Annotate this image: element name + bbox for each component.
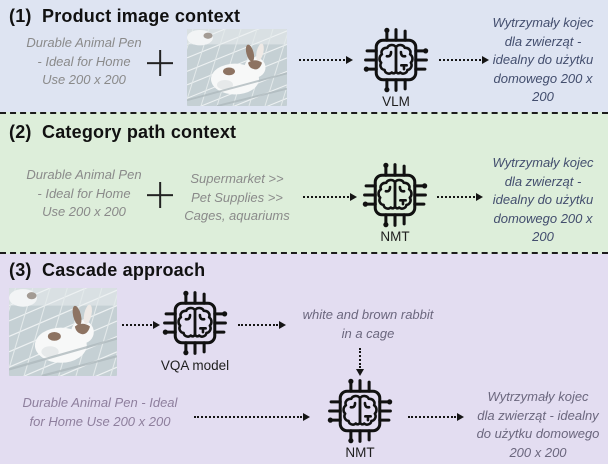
nmt-brain-chip-icon	[357, 157, 433, 233]
section-cascade-approach: (3) Cascade approach	[0, 254, 608, 464]
section2-category-path-text: Supermarket >> Pet Supplies >> Cages, aq…	[184, 171, 290, 223]
section3-output-text: Wytrzymały kojec dla zwierząt - idealny …	[476, 389, 600, 460]
nmt-brain-chip-icon	[322, 373, 398, 449]
dotted-arrow-icon	[437, 192, 483, 202]
section3-title: (3) Cascade approach	[9, 260, 206, 280]
dotted-arrow-icon	[238, 320, 286, 330]
vqa-caption-text: white and brown rabbit in a cage	[302, 307, 434, 341]
dotted-arrow-icon	[299, 55, 353, 65]
dotted-arrow-icon	[408, 412, 464, 422]
dotted-arrow-icon	[194, 412, 310, 422]
rabbit-in-cage-photo	[9, 288, 117, 376]
section-category-path-context: (2) Category path context Durable Animal…	[0, 112, 608, 254]
nmt-label: NMT	[345, 445, 375, 460]
dotted-arrow-down-icon	[355, 348, 365, 376]
section2-output-text: Wytrzymały kojec dla zwierząt - idealny …	[492, 155, 594, 244]
plus-icon	[147, 50, 173, 76]
nmt-label: NMT	[380, 229, 410, 244]
dotted-arrow-icon	[122, 320, 160, 330]
vqa-brain-chip-icon	[157, 285, 233, 361]
section2-source-text: Durable Animal Pen - Ideal for Home Use …	[26, 167, 142, 219]
dotted-arrow-icon	[439, 55, 489, 65]
vlm-brain-chip-icon	[358, 22, 434, 98]
section-product-image-context: (1) Product image context Durable Animal…	[0, 0, 608, 112]
vqa-model-label: VQA model	[160, 358, 230, 373]
rabbit-in-cage-photo	[187, 29, 287, 106]
section3-source-text: Durable Animal Pen - Ideal for Home Use …	[22, 395, 178, 429]
section1-output-text: Wytrzymały kojec dla zwierząt - idealny …	[492, 15, 594, 104]
section2-title: (2) Category path context	[9, 122, 237, 142]
dotted-arrow-icon	[303, 192, 357, 202]
vlm-label: VLM	[382, 94, 410, 109]
section1-source-text: Durable Animal Pen - Ideal for Home Use …	[26, 35, 142, 87]
section1-title: (1) Product image context	[9, 6, 241, 26]
